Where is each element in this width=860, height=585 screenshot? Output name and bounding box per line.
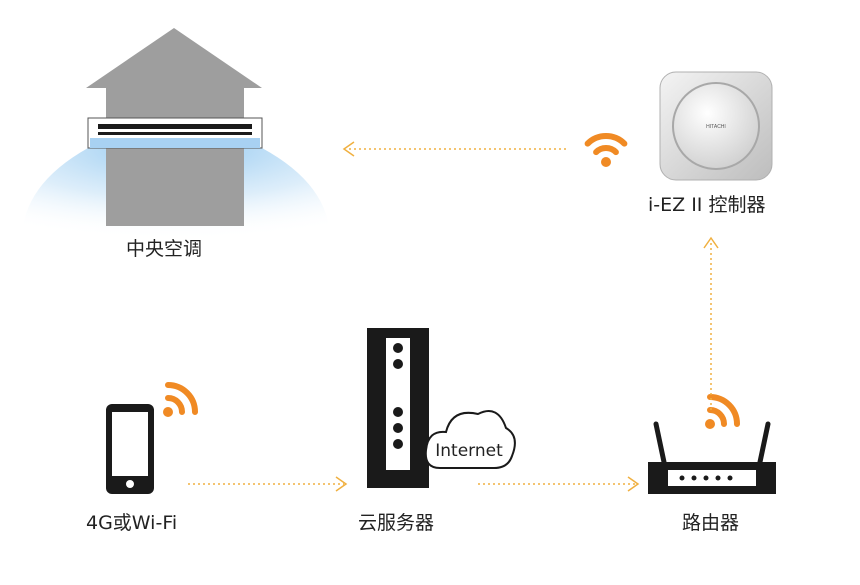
wifi-icon-controller xyxy=(584,133,628,167)
internet-label: Internet xyxy=(435,441,503,461)
arrow-router-to-controller xyxy=(703,236,719,410)
ac-indoor-unit xyxy=(87,117,263,149)
house-body xyxy=(106,148,244,226)
router-device xyxy=(648,421,776,494)
label-central-ac: 中央空调 xyxy=(126,238,203,260)
label-phone: 4G或Wi-Fi xyxy=(86,512,178,534)
arrow-controller-to-ac xyxy=(342,141,566,157)
internet-cloud: Internet xyxy=(424,410,516,469)
wifi-icon-router xyxy=(705,394,740,429)
arrow-phone-to-server xyxy=(188,476,348,492)
controller-device: HITACHI xyxy=(659,71,773,181)
phone-device xyxy=(106,404,154,494)
arrow-server-to-router xyxy=(478,476,640,492)
controller-logo: HITACHI xyxy=(706,124,726,130)
label-cloud-server: 云服务器 xyxy=(358,512,435,534)
label-controller: i-EZ II 控制器 xyxy=(648,194,766,216)
wifi-icon-phone xyxy=(163,382,198,417)
label-router: 路由器 xyxy=(682,512,740,534)
house-roof xyxy=(86,28,262,118)
central-ac-illustration xyxy=(22,28,330,240)
cloud-server-device xyxy=(367,328,429,488)
